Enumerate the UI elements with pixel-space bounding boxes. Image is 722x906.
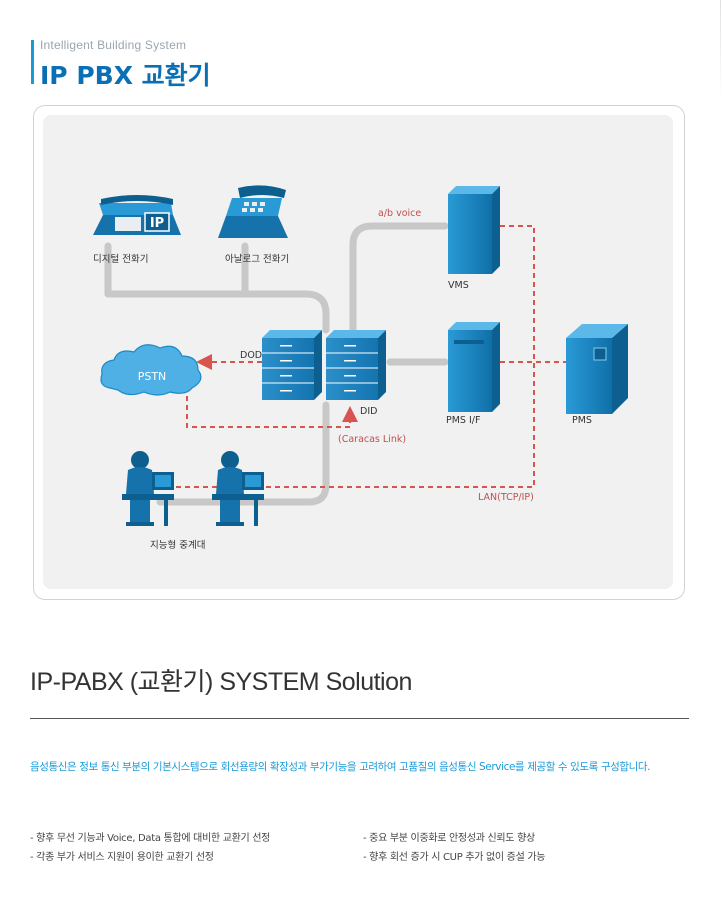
page-title: IP PBX 교환기 (40, 61, 211, 90)
feature-bullet: - 각종 부가 서비스 지원이 용이한 교환기 선정 (30, 852, 214, 863)
header-accent-bar (31, 40, 34, 84)
ab-voice-label: a/b voice (378, 208, 421, 219)
operator-link (156, 401, 330, 506)
solid-links (104, 222, 449, 506)
operator-right-icon (212, 451, 264, 526)
dashed-links (160, 225, 566, 488)
section-description: 음성통신은 정보 통신 부분의 기본시스템으로 회선용량의 확장성과 부가기능을… (30, 761, 651, 773)
pms-label: PMS (572, 415, 592, 426)
pbx-cabinet-right-icon (326, 330, 386, 400)
vms-link (349, 222, 449, 334)
page-subtitle: Intelligent Building System (40, 38, 187, 52)
pstn-cloud-icon: PSTN (100, 344, 202, 396)
vms-label: VMS (448, 280, 469, 291)
pms-server-icon (566, 324, 628, 414)
vms-server-icon (448, 186, 500, 274)
pstn-label: PSTN (138, 370, 167, 383)
section-divider (30, 718, 689, 719)
feature-bullet: - 향후 회선 증가 시 CUP 추가 없이 증설 가능 (363, 852, 546, 863)
pmsif-server-icon (448, 322, 500, 412)
lan-label: LAN(TCP/IP) (478, 492, 534, 503)
digital-phone-icon: IP (93, 195, 181, 235)
operator-left-icon (122, 451, 174, 526)
ip-badge-text: IP (150, 216, 164, 231)
network-diagram: IP (93, 185, 628, 551)
dod-label: DOD (240, 350, 262, 361)
vms-pms-link (160, 225, 535, 488)
page-edge-divider (720, 0, 721, 100)
analog-phone-label: 아날로그 전화기 (225, 254, 289, 265)
digital-phone-label: 디지털 전화기 (93, 253, 148, 265)
caracas-link-label: (Caracas Link) (338, 434, 406, 445)
did-link (186, 378, 358, 428)
section-title: IP-PABX (교환기) SYSTEM Solution (30, 668, 412, 696)
did-label: DID (360, 406, 377, 417)
analog-phone-icon (218, 185, 288, 238)
pmsif-label: PMS I/F (446, 415, 480, 426)
phone-trunk-link (104, 242, 330, 334)
operator-label: 지능형 중계대 (150, 539, 205, 551)
pbx-cabinet-left-icon (262, 330, 322, 400)
feature-bullet: - 향후 무선 기능과 Voice, Data 통합에 대비한 교환기 선정 (30, 833, 271, 844)
feature-bullet: - 중요 부분 이중화로 안정성과 신뢰도 향상 (363, 833, 535, 844)
